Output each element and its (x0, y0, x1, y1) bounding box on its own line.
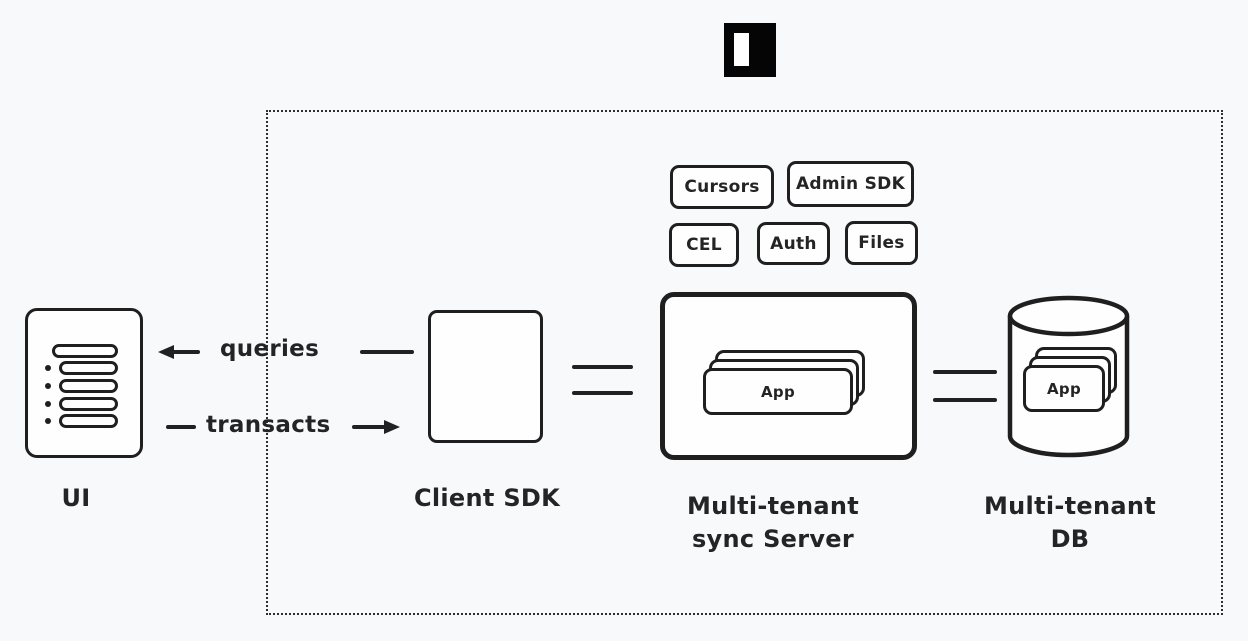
instant-logo-bar (734, 33, 749, 66)
sdk-server-link-line (572, 391, 633, 395)
feature-label: CEL (686, 235, 722, 255)
feature-box-files: Files (845, 221, 918, 265)
client-sdk-label: Client SDK (413, 484, 561, 512)
feature-label: Auth (770, 233, 817, 254)
client-sdk-node (428, 310, 543, 443)
ui-label: UI (61, 484, 91, 512)
feature-box-cel: CEL (669, 223, 739, 267)
ui-node (25, 308, 143, 458)
db-label: Multi-tenant DB (945, 490, 1195, 556)
server-db-link-line (933, 398, 997, 402)
queries-label: queries (220, 336, 320, 362)
server-boundary-box (266, 110, 1223, 615)
feature-label: Admin SDK (795, 174, 906, 194)
queries-arrowhead-icon (158, 345, 174, 359)
feature-box-admin-sdk: Admin SDK (787, 161, 914, 207)
list-icon (28, 344, 140, 428)
queries-line (360, 350, 414, 354)
sync-server-label-line1: Multi-tenant (686, 492, 860, 520)
db-label-line1: Multi-tenant (983, 492, 1157, 520)
feature-label: Files (858, 233, 905, 253)
instant-logo-icon (724, 23, 776, 77)
feature-label: Cursors (684, 177, 760, 197)
sync-server-label-line2: sync Server (691, 525, 855, 553)
app-label: App (1047, 379, 1081, 398)
transacts-line (166, 425, 196, 429)
transacts-arrowhead-icon (384, 420, 400, 434)
sdk-server-link-line (572, 365, 633, 369)
sync-server-label: Multi-tenant sync Server (648, 490, 898, 556)
app-label: App (761, 382, 795, 401)
db-app-card-front: App (1023, 365, 1105, 412)
queries-line (172, 350, 200, 354)
db-label-line2: DB (1050, 525, 1090, 553)
feature-box-auth: Auth (757, 222, 830, 265)
server-db-link-line (933, 370, 997, 374)
transacts-label: transacts (206, 412, 331, 438)
app-card-front: App (703, 368, 853, 415)
feature-box-cursors: Cursors (670, 165, 774, 209)
transacts-line (352, 425, 386, 429)
